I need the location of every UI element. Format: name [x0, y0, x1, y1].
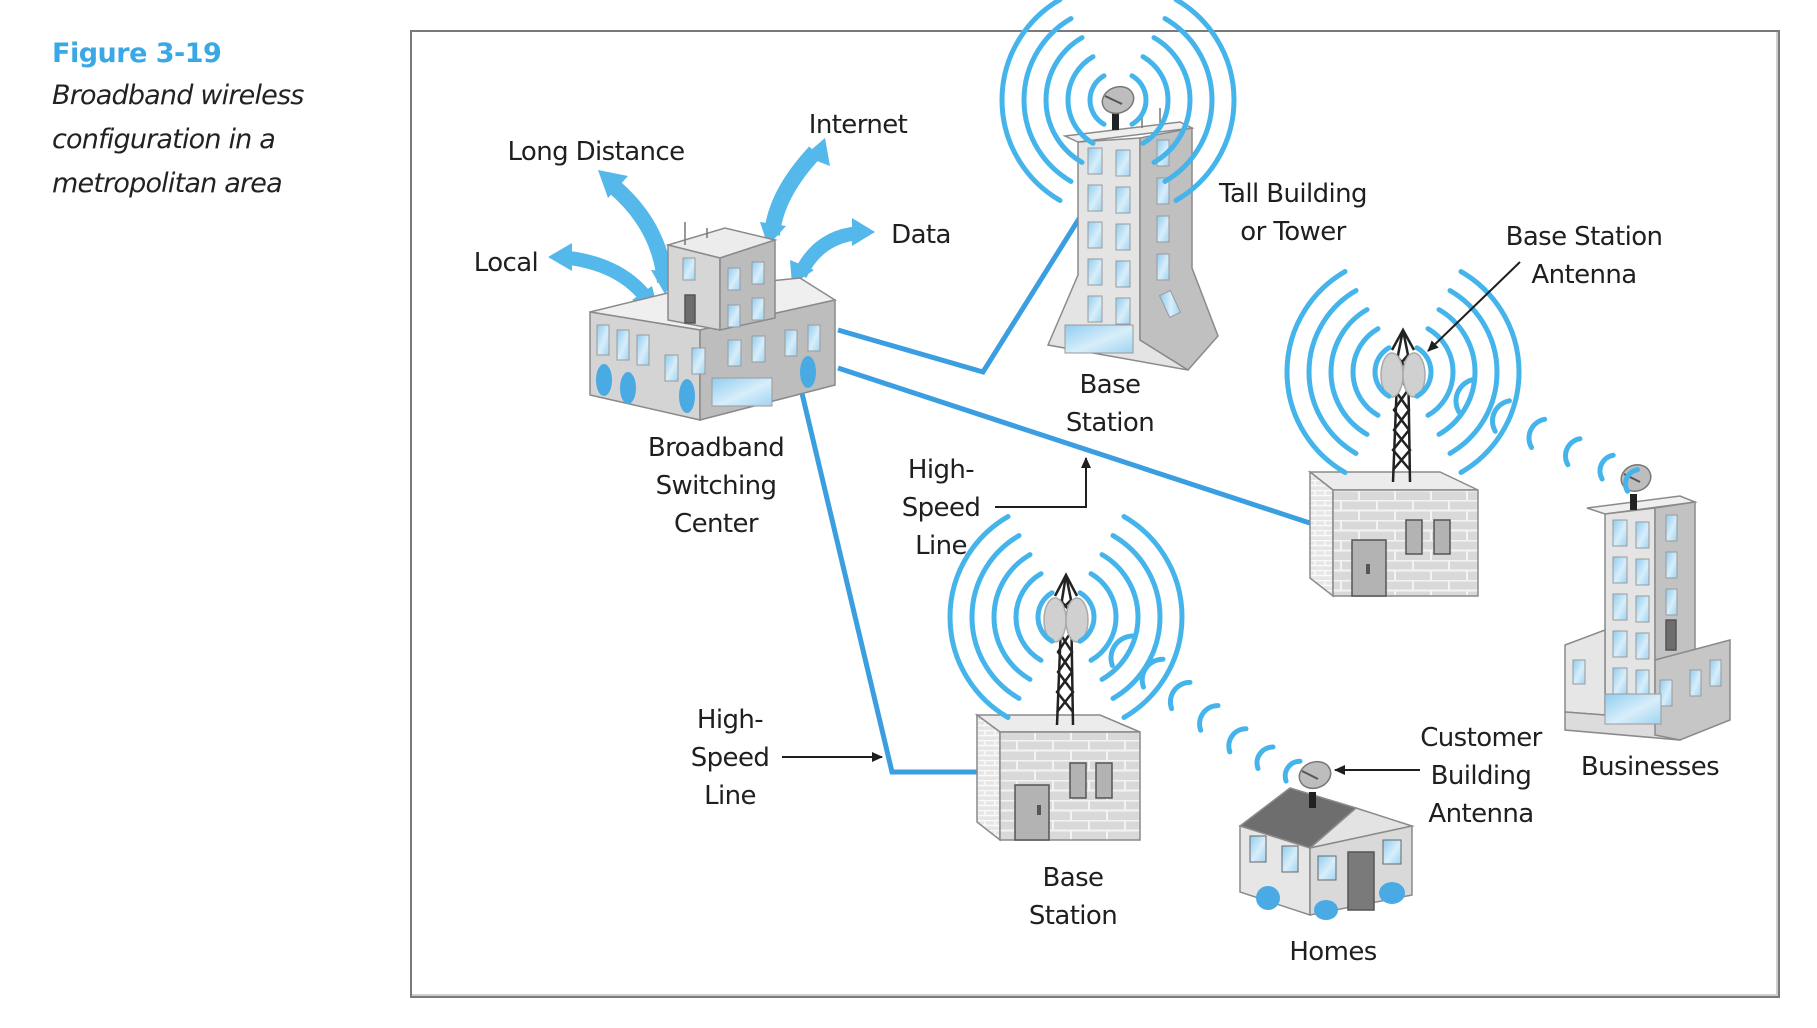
radio-wave-arc [1623, 467, 1640, 494]
internet-double-arrow-icon [760, 138, 830, 246]
label-base-station-antenna: Antenna [1531, 260, 1636, 290]
radio-wave-arc [1167, 679, 1193, 712]
radio-wave-arc [1151, 35, 1193, 165]
radio-wave-arc [1254, 744, 1276, 771]
radio-wave-arc [1077, 590, 1097, 644]
radio-wave-arc [1043, 35, 1085, 165]
radio-wave-arc [1226, 726, 1249, 755]
label-tall-building-base-station: Station [1066, 408, 1154, 438]
radio-wave-arc [1453, 376, 1477, 415]
radio-wave-arc [1121, 514, 1185, 720]
radio-wave-arc [1328, 307, 1370, 437]
label-tall-building-base-station: Base [1080, 370, 1141, 400]
radio-wave-arc [1013, 571, 1044, 663]
label-tall-building: Tall Building [1218, 179, 1367, 209]
label-homes: Homes [1289, 937, 1376, 967]
radio-waves [947, 0, 1640, 784]
radio-wave-arc [1110, 533, 1163, 701]
switching-center-building [589, 222, 837, 421]
satellite-dish-icon [1101, 85, 1135, 130]
lower-base-station [974, 572, 1141, 842]
lattice-tower-icon [1053, 572, 1079, 726]
radio-wave-arc [1129, 73, 1149, 127]
label-high-speed-line-upper: Speed [902, 493, 981, 523]
label-long-distance: Long Distance [507, 137, 684, 167]
radio-wave-arc [1035, 590, 1055, 644]
radio-wave-arc [1173, 0, 1237, 203]
radio-wave-arc [969, 533, 1022, 701]
label-switching-center: Center [674, 509, 759, 539]
radio-wave-arc [1108, 633, 1136, 669]
line-to-lower-base-station [797, 384, 990, 775]
label-switching-center: Broadband [648, 433, 784, 463]
radio-wave-arc [1436, 307, 1478, 437]
radio-wave-arc [1458, 269, 1522, 475]
upper-high-speed-line-pointer [995, 457, 1091, 508]
radio-wave-arc [1372, 345, 1392, 399]
radio-wave-arc [1284, 269, 1348, 475]
radio-wave-arc [1490, 398, 1512, 434]
radio-wave-arc [1099, 552, 1141, 682]
label-high-speed-line-upper: High- [908, 455, 974, 485]
radio-wave-arc [1597, 452, 1616, 482]
label-base-station-antenna: Base Station [1506, 222, 1663, 252]
radio-wave-arc [947, 514, 1011, 720]
radio-wave-arc [1306, 288, 1359, 456]
radio-wave-arc [1139, 656, 1166, 690]
high-speed-lines [797, 196, 1326, 775]
label-switching-center: Switching [656, 471, 777, 501]
radio-wave-arc [1087, 73, 1107, 127]
line-to-right-base-station [837, 365, 1326, 531]
satellite-dish-icon [1298, 760, 1332, 808]
label-internet: Internet [809, 110, 908, 140]
label-local: Local [474, 248, 538, 278]
home-building [1238, 760, 1415, 920]
label-customer-antenna: Customer [1420, 723, 1542, 753]
long-distance-double-arrow-icon [598, 170, 679, 294]
line-to-tall-building [837, 196, 1095, 375]
radio-wave-arc [1563, 436, 1583, 468]
figure-title-line: Broadband wireless [52, 80, 304, 111]
figure-title-line: metropolitan area [52, 168, 283, 199]
label-data: Data [891, 220, 951, 250]
figure-caption: Figure 3-19 Broadband wireless configura… [52, 34, 382, 206]
data-double-arrow-icon [790, 218, 875, 285]
label-high-speed-line-upper: Line [915, 531, 967, 561]
radio-wave-arc [999, 0, 1063, 203]
label-customer-antenna: Antenna [1428, 799, 1533, 829]
figure-title-line: configuration in a [52, 124, 276, 155]
label-businesses: Businesses [1581, 752, 1719, 782]
tall-building [1046, 85, 1219, 371]
radio-wave-arc [1282, 758, 1303, 784]
label-customer-antenna: Building [1431, 761, 1532, 791]
radio-wave-arc [1197, 703, 1221, 733]
lattice-tower-icon [1390, 327, 1416, 483]
base-station-antenna-pointer [1427, 261, 1521, 352]
businesses-building [1564, 464, 1731, 741]
radio-wave-arc [991, 552, 1033, 682]
radio-wave-arc [1425, 326, 1456, 418]
radio-wave-arc [1088, 571, 1119, 663]
label-tall-building: or Tower [1240, 217, 1346, 247]
radio-wave-arc [1350, 326, 1381, 418]
label-high-speed-line-lower: Speed [691, 743, 770, 773]
labels: Long Distance Internet Local Data Broadb… [474, 110, 1720, 967]
right-base-station [1307, 327, 1479, 598]
pointer-arrows [782, 261, 1521, 775]
label-high-speed-line-lower: Line [704, 781, 756, 811]
label-high-speed-line-lower: High- [697, 705, 763, 735]
panel-antenna-icon [1043, 597, 1089, 643]
panel-antenna-icon [1380, 352, 1426, 398]
radio-wave-arc [1021, 16, 1074, 184]
radio-wave-arc [1526, 416, 1548, 450]
radio-wave-arc [1065, 54, 1096, 146]
label-lower-base-station: Station [1029, 901, 1117, 931]
radio-wave-arc [1414, 345, 1434, 399]
radio-wave-arc [1140, 54, 1171, 146]
figure-number: Figure 3-19 [52, 38, 222, 69]
radio-wave-arc [1162, 16, 1215, 184]
label-lower-base-station: Base [1043, 863, 1104, 893]
